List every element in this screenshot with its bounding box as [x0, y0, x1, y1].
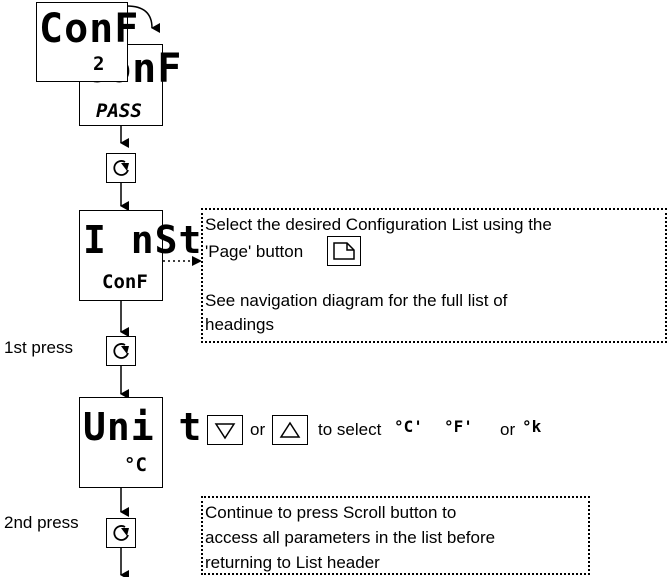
unit-display: Uni t °C — [79, 397, 201, 488]
scroll-button-first-press[interactable] — [106, 336, 136, 366]
conf-2-display: ConF 2 — [36, 2, 138, 82]
conf-2-display-top: ConF — [39, 6, 140, 52]
note-continue-line2: access all parameters in the list before — [205, 528, 496, 547]
up-arrow-button[interactable] — [272, 415, 308, 445]
second-press-label: 2nd press — [4, 513, 79, 532]
page-button-icon — [333, 242, 355, 260]
scroll-button-icon — [113, 160, 129, 176]
or-text-1: or — [250, 420, 266, 439]
inst-display-bottom: ConF — [102, 271, 148, 293]
down-arrow-button[interactable] — [207, 415, 243, 445]
conf-2-display-bottom: 2 — [93, 53, 105, 75]
conf-pass-display-bottom: PASS — [96, 100, 142, 122]
page-button[interactable] — [327, 236, 361, 266]
continue-scroll-note: Continue to press Scroll button to acces… — [201, 496, 590, 575]
scroll-button-second-press[interactable] — [106, 518, 136, 548]
note-continue-line1: Continue to press Scroll button to — [205, 503, 457, 522]
scroll-button[interactable] — [106, 153, 136, 183]
note-continue-line3: returning to List header — [205, 553, 380, 572]
scroll-button-icon — [113, 525, 129, 541]
first-press-label: 1st press — [4, 338, 73, 357]
note-select-line2: 'Page' button — [205, 242, 304, 261]
scroll-button-icon — [113, 343, 129, 359]
up-arrow-button-icon — [279, 421, 301, 438]
unit-display-top: Uni t — [83, 405, 203, 449]
inst-conf-display: I nSt ConF — [79, 210, 201, 301]
unit-option-f: °F' — [444, 417, 473, 436]
to-select-text: to select — [318, 420, 382, 439]
note-navigation-line1: See navigation diagram for the full list… — [205, 291, 508, 310]
configuration-list-note: Select the desired Configuration List us… — [201, 208, 667, 343]
down-arrow-button-icon — [214, 423, 236, 440]
unit-display-bottom: °C — [124, 454, 147, 476]
unit-option-c: °C' — [394, 417, 423, 436]
note-navigation-line2: headings — [205, 315, 275, 334]
unit-option-k: °k — [522, 417, 542, 436]
inst-display-top: I nSt — [83, 218, 203, 262]
or-text-2: or — [500, 420, 516, 439]
note-select-line1: Select the desired Configuration List us… — [205, 215, 552, 234]
